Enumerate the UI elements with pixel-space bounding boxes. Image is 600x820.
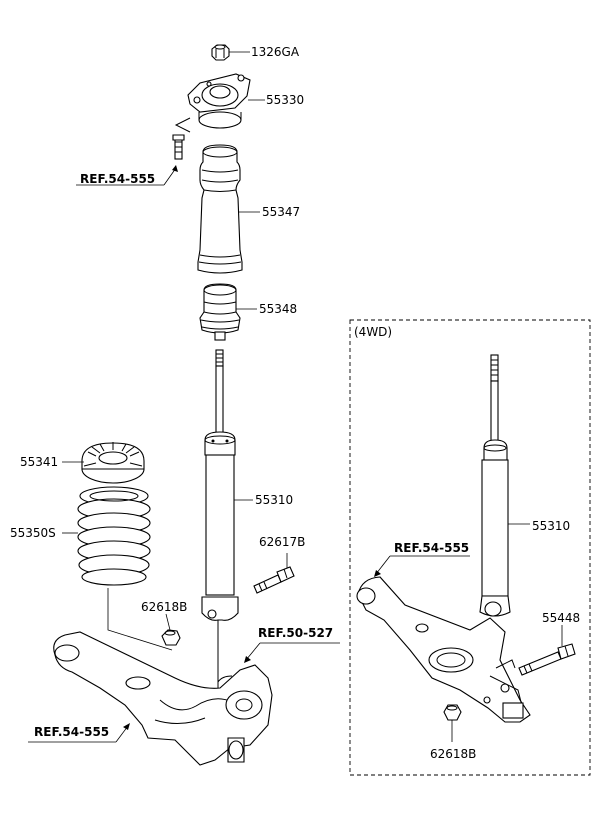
shock-absorber-part xyxy=(201,349,239,690)
lower-bolt-part xyxy=(253,566,295,594)
bump-stopper-part xyxy=(199,283,241,341)
ref-body-mount: REF.54-555 xyxy=(80,172,155,186)
spring-pad-part xyxy=(81,442,145,484)
inset-label-62618B: 62618B xyxy=(430,747,476,761)
label-62618B: 62618B xyxy=(141,600,187,614)
inset-ref: REF.54-555 xyxy=(394,541,469,555)
label-1326GA: 1326GA xyxy=(251,45,300,59)
inset-4wd-panel: (4WD) 55310 xyxy=(349,319,591,776)
label-55330: 55330 xyxy=(266,93,304,107)
coil-spring-part xyxy=(77,486,151,586)
label-55350S: 55350S xyxy=(10,526,56,540)
inset-label-55310: 55310 xyxy=(532,519,570,533)
top-nut-part xyxy=(211,44,230,61)
lower-arm-part xyxy=(53,631,273,766)
inset-label-55448: 55448 xyxy=(542,611,580,625)
label-55310: 55310 xyxy=(255,493,293,507)
label-62617B: 62617B xyxy=(259,535,305,549)
label-55341: 55341 xyxy=(20,455,58,469)
ref-carrier: REF.50-527 xyxy=(258,626,333,640)
inset-title: (4WD) xyxy=(354,325,392,339)
upper-mount-part xyxy=(187,73,251,129)
mount-bolt-part xyxy=(172,117,191,160)
dust-cover-part xyxy=(197,144,243,274)
inset-bolt-part xyxy=(518,643,576,676)
lower-nut-part xyxy=(161,629,181,646)
inset-nut-part xyxy=(443,704,462,721)
label-55348: 55348 xyxy=(259,302,297,316)
ref-lower-arm: REF.54-555 xyxy=(34,725,109,739)
label-55347: 55347 xyxy=(262,205,300,219)
inset-lower-arm-part xyxy=(356,576,531,723)
inset-shock-absorber-part xyxy=(479,354,511,617)
